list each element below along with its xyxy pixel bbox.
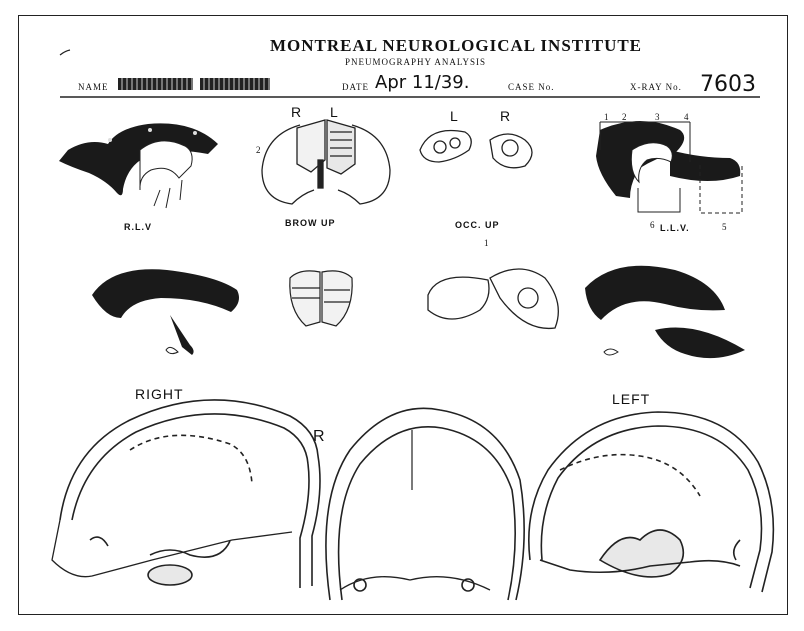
right-skull-drawing [52, 400, 320, 588]
row2-occ-drawing [428, 269, 558, 328]
occ-up-drawing [420, 130, 532, 167]
brow-up-drawing [262, 120, 390, 204]
corner-mark [60, 50, 70, 55]
rlv-ventricle-drawing [59, 123, 218, 208]
left-skull-drawing [529, 412, 774, 592]
row2-brow-drawing [290, 271, 352, 326]
llv-ventricle-drawing [596, 121, 742, 213]
coronal-skull-drawing [326, 408, 524, 600]
row2-left-ventricle [92, 269, 239, 355]
row2-right-ventricle [585, 266, 745, 358]
